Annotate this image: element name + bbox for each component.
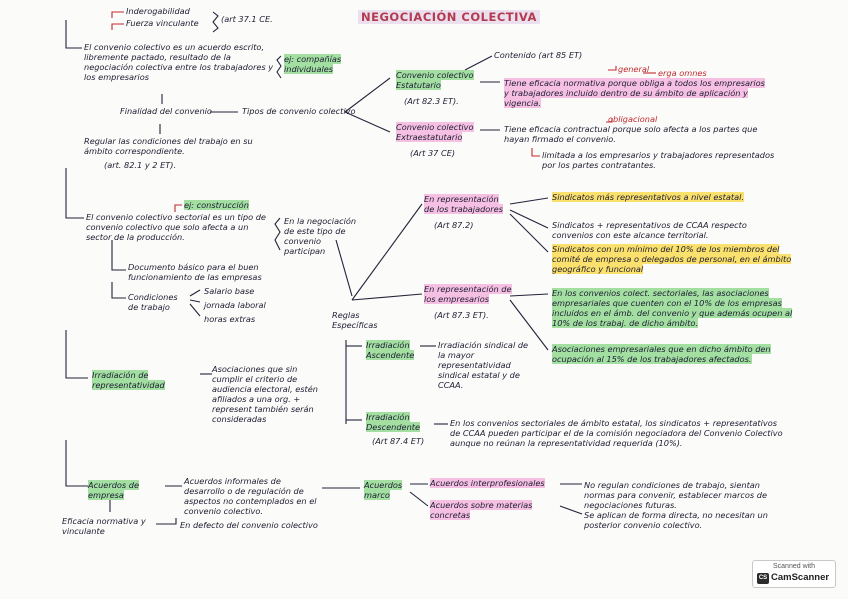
horas-extras: horas extras — [204, 314, 256, 324]
irradiacion-descendente: Irradiación Descendente — [366, 412, 421, 432]
irradiacion-label: Irradiación de representatividad — [92, 370, 165, 390]
reglas-especificas: Reglas Específicas — [332, 310, 378, 330]
extraestatutario-art: (Art 37 CE) — [410, 148, 456, 158]
irradiacion-ascendente: Irradiación Ascendente — [366, 340, 415, 360]
estatutario-art: (Art 82.3 ET). — [404, 96, 459, 106]
eficacia-normativa-vinculante: Eficacia normativa y vinculante — [62, 516, 146, 536]
sindicatos-ccaa: Sindicatos + representativos de CCAA res… — [552, 220, 747, 240]
jornada-laboral: jornada laboral — [204, 300, 266, 310]
fuerza-vinculante-label: Fuerza vinculante — [126, 18, 199, 28]
condiciones-trabajo: Condiciones de trabajo — [128, 292, 178, 312]
acuerdos-materias: Acuerdos sobre materias concretas — [430, 500, 533, 520]
regular-condiciones: Regular las condiciones del trabajo en s… — [84, 136, 253, 156]
ej-construccion: ej: construcción — [184, 200, 249, 210]
eficacia-normativa-text: Tiene eficacia normativa porque obliga a… — [504, 78, 765, 108]
trabajadores-art: (Art 87.2) — [434, 220, 474, 230]
page-title: NEGOCIACIÓN COLECTIVA — [358, 10, 540, 24]
sindicatos-estatal: Sindicatos más representativos a nivel e… — [552, 192, 745, 202]
eficacia-contractual-text: Tiene eficacia contractual porque solo a… — [504, 124, 758, 144]
ascendente-text: Irradiación sindical de la mayor represe… — [438, 340, 529, 390]
estatutario-label: Convenio colectivo Estatutario — [396, 70, 474, 90]
acuerdos-empresa: Acuerdos de empresa — [88, 480, 140, 500]
sindicatos-10: Sindicatos con un mínimo del 10% de los … — [552, 244, 792, 274]
empresarios-art: (Art 87.3 ET). — [434, 310, 489, 320]
art-82-ref: (art. 82.1 y 2 ET). — [104, 160, 177, 170]
salario-base: Salario base — [204, 286, 255, 296]
general-label: general — [618, 64, 650, 74]
camscanner-badge: Scanned with CS CamScanner — [752, 560, 836, 588]
representacion-trabajadores: En representación de los trabajadores — [424, 194, 503, 214]
limitada-text: limitada a los empresarios y trabajadore… — [542, 150, 775, 170]
ej-companias: ej: compañías individuales — [284, 54, 342, 74]
defecto-convenio: En defecto del convenio colectivo — [180, 520, 318, 530]
tipos-label: Tipos de convenio colectivo — [242, 106, 356, 116]
asociaciones-afiliadas: Asociaciones que sin cumplir el criterio… — [212, 364, 318, 424]
descendente-text: En los convenios sectoriales de ámbito e… — [450, 418, 783, 448]
obligacional-label: obligacional — [608, 114, 658, 124]
representacion-empresarios: En representación de los empresarios — [424, 284, 512, 304]
acuerdos-interprofesionales: Acuerdos interprofesionales — [430, 478, 545, 488]
extraestatutario-label: Convenio colectivo Extraestatutario — [396, 122, 474, 142]
acuerdos-informales: Acuerdos informales de desarrollo o de r… — [184, 476, 317, 516]
camscanner-icon: CS — [757, 573, 769, 584]
negociacion-participan: En la negociación de este tipo de conven… — [284, 216, 357, 256]
sectorial-definition: El convenio colectivo sectorial es un ti… — [86, 212, 266, 242]
finalidad-label: Finalidad del convenio — [120, 106, 212, 116]
descendente-art: (Art 87.4 ET) — [372, 436, 425, 446]
materias-text: Se aplican de forma directa, no necesita… — [584, 510, 768, 530]
art-37-ref: (art 37.1 CE. — [221, 14, 273, 24]
erga-omnes-label: erga omnes — [658, 68, 707, 78]
interprof-text: No regulan condiciones de trabajo, sient… — [584, 480, 768, 510]
documento-basico: Documento básico para el buen funcionami… — [128, 262, 262, 282]
acuerdos-marco: Acuerdos marco — [364, 480, 403, 500]
scanned-with-label: Scanned with — [772, 563, 816, 570]
camscanner-name: CamScanner — [771, 572, 830, 583]
empresarios-15: Asociaciones empresariales que en dicho … — [552, 344, 771, 364]
contenido-label: Contenido (art 85 ET) — [494, 50, 583, 60]
empresarios-10: En los convenios colect. sectoriales, la… — [552, 288, 793, 328]
inderogabilidad-label: Inderogabilidad — [126, 6, 190, 16]
convenio-definition: El convenio colectivo es un acuerdo escr… — [84, 42, 274, 82]
